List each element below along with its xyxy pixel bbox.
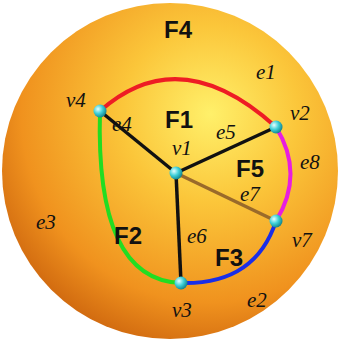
vertex-label: v2	[290, 103, 310, 124]
face-label: F2	[114, 224, 142, 248]
vertex-dot	[270, 121, 283, 134]
edge-label: e2	[247, 290, 267, 311]
face-label: F4	[164, 18, 192, 42]
edge-label: e4	[112, 114, 132, 135]
vertex-label: v3	[172, 300, 192, 321]
green-arc	[100, 111, 181, 283]
sphere	[2, 3, 338, 339]
face-label: F3	[215, 246, 243, 270]
blue-arc	[181, 221, 276, 283]
edge-label: e8	[300, 152, 320, 173]
vertex-label: v7	[292, 230, 312, 251]
edge-label: e7	[240, 184, 260, 205]
vertex-label: v1	[172, 138, 192, 159]
edge-label: e5	[216, 122, 236, 143]
edge-label: e3	[36, 212, 56, 233]
vertex-label: v4	[66, 90, 86, 111]
magenta-arc	[276, 127, 291, 221]
vertex-dot	[94, 105, 107, 118]
edge-label: e6	[187, 226, 207, 247]
face-label: F1	[165, 108, 193, 132]
vertex-dot	[170, 167, 183, 180]
black-edge	[100, 111, 176, 173]
vertex-dot	[270, 215, 283, 228]
edge-label: e1	[256, 62, 276, 83]
black-edge	[176, 173, 181, 283]
face-label: F5	[236, 157, 264, 181]
vertex-dot	[175, 277, 188, 290]
